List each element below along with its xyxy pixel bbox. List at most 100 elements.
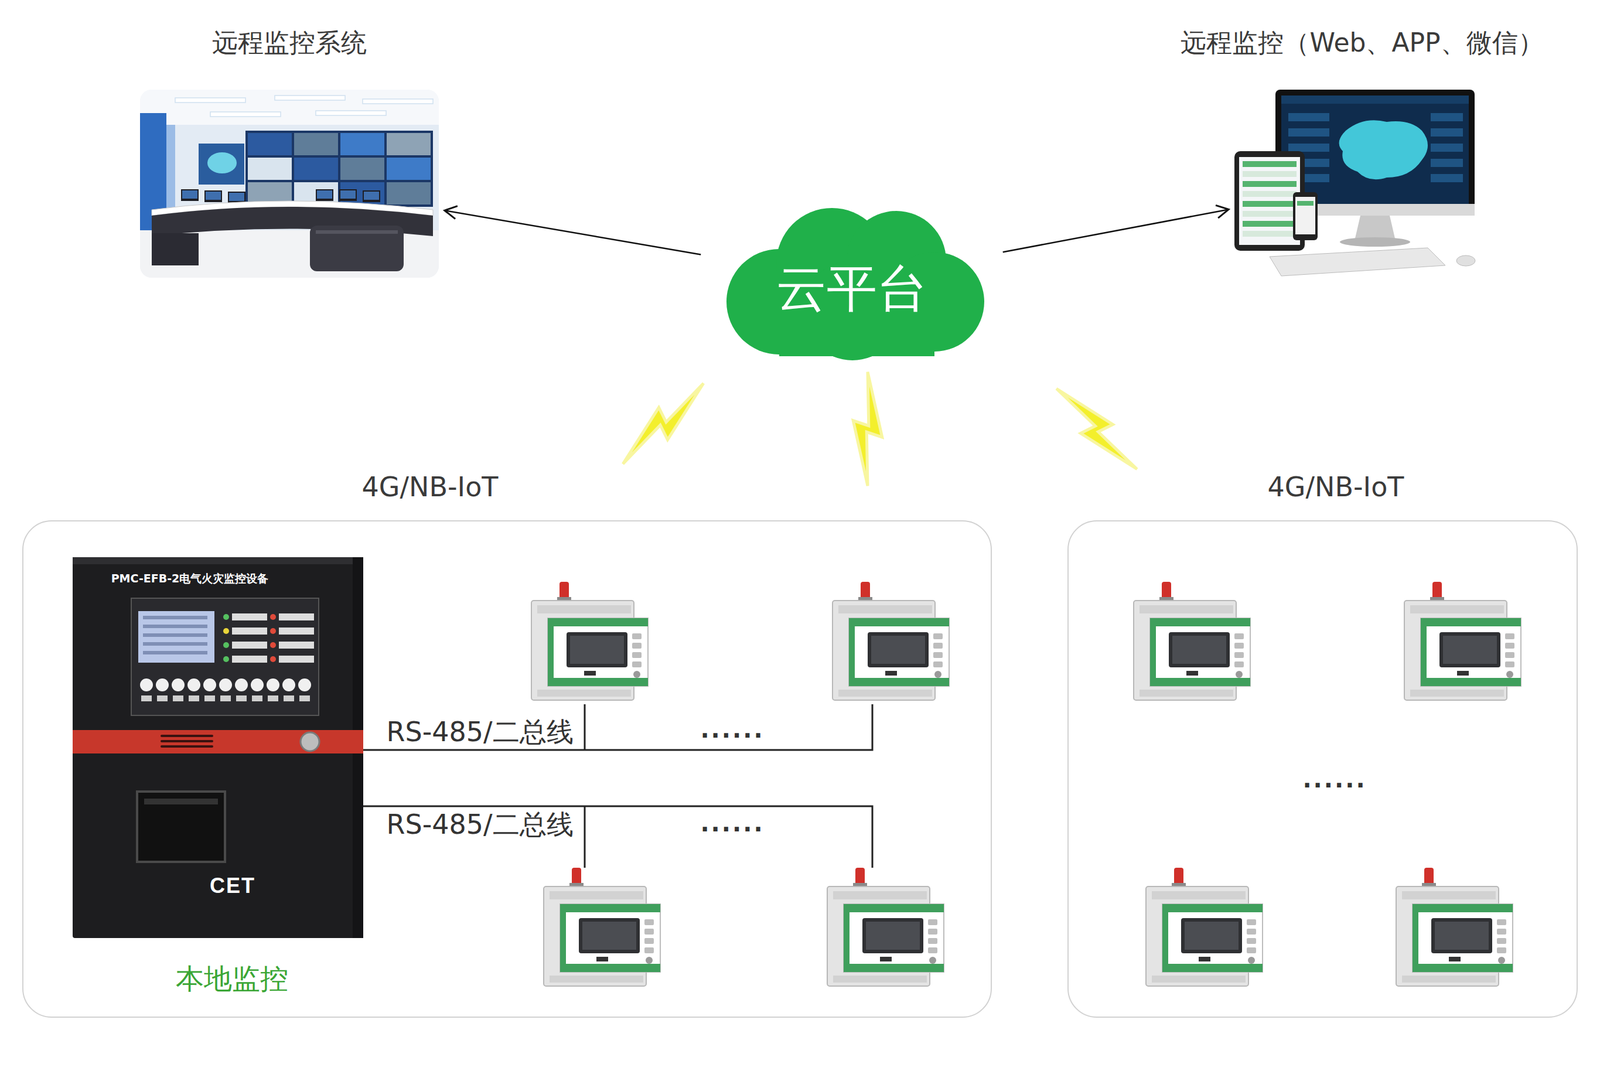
monitor-cabinet-part [141, 695, 152, 702]
detector-device-part [1505, 661, 1515, 668]
detector-device-part [1246, 947, 1257, 954]
detector-device-part [879, 956, 892, 962]
monitor-cabinet-part [187, 678, 201, 692]
bus-wire [584, 704, 586, 750]
control-room-illustration-part [182, 190, 198, 199]
detector-device-part [1198, 956, 1211, 962]
detector-device-part [1412, 903, 1513, 972]
detector-device-part [838, 689, 933, 697]
detector-device [832, 581, 950, 701]
detector-device-part [1457, 670, 1469, 676]
detector-device-part [547, 677, 648, 687]
control-room-illustration-part [205, 191, 221, 200]
control-room-illustration-part [315, 110, 387, 116]
node-heading: 远程监控系统 [84, 28, 495, 59]
detector-device-part [848, 618, 855, 687]
monitor-cabinet-part [142, 650, 208, 655]
monitor-cabinet-part [72, 557, 364, 938]
detector-device [1145, 867, 1263, 987]
control-room-illustration-part [140, 89, 439, 278]
detector-device-part [1431, 918, 1493, 954]
detector-group [531, 581, 1521, 987]
detector-device-part [632, 642, 642, 649]
lightning-bolt [622, 383, 704, 465]
lightning-bolt [1056, 388, 1138, 470]
detector-device-part [855, 867, 865, 886]
detector-device-part [933, 652, 943, 658]
monitor-cabinet-part [172, 695, 184, 702]
detector-device-part [644, 947, 654, 954]
monitor-cabinet [72, 557, 364, 938]
detector-device-part [645, 956, 653, 964]
bus-wire [362, 704, 873, 750]
detector-device-part [1184, 921, 1239, 950]
monitor-cabinet-part [278, 613, 315, 621]
detector-device [1404, 581, 1521, 701]
monitor-cabinet-part [278, 641, 315, 649]
panel-caption: 本地监控 [144, 962, 320, 995]
detector-device-part [578, 918, 640, 954]
control-room-illustration-part [151, 233, 199, 266]
detector-device-part [1505, 642, 1515, 649]
detector-device-part [547, 618, 554, 687]
monitor-cabinet-part [171, 678, 185, 692]
detector-device-part [596, 956, 609, 962]
computer-illustration-part [1242, 220, 1297, 227]
detector-device-part [1161, 581, 1172, 600]
computer-illustration-part [1354, 215, 1396, 241]
monitor-cabinet-part [232, 627, 268, 635]
control-room-illustration-part [140, 89, 439, 125]
wireless-bolts [622, 372, 1138, 486]
detector-device-part [1401, 975, 1496, 983]
monitor-cabinet-part [219, 678, 233, 692]
computer-illustration-part [1430, 143, 1463, 152]
computer-illustration-part [1242, 230, 1297, 237]
control-room-illustration-part [227, 191, 246, 204]
monitor-cabinet-part [223, 642, 230, 648]
detector-device-part [1448, 956, 1461, 962]
detector-device-part [1498, 956, 1506, 964]
computer-illustration-part [1242, 161, 1297, 167]
monitor-cabinet-part [188, 695, 200, 702]
computer-illustration-part [1242, 210, 1297, 217]
detector-device-part [1246, 928, 1257, 935]
computer-illustration-part [1269, 247, 1446, 276]
detector-device-part [1234, 633, 1244, 640]
computer-illustration-part [1242, 171, 1297, 177]
control-room-illustration-part [274, 95, 346, 101]
detector-device-part [1412, 903, 1419, 972]
control-room-illustration-part [175, 97, 246, 103]
lightning-bolt [810, 372, 925, 486]
control-room-illustration-part [294, 132, 339, 156]
control-room-illustration-part [309, 225, 404, 272]
ellipsis-mark: ...... [700, 715, 764, 743]
monitor-cabinet-part [234, 678, 248, 692]
monitor-cabinet-part [300, 732, 320, 752]
monitor-cabinet-part [251, 695, 263, 702]
cloud-title: 云平台 [734, 259, 970, 318]
detector-device-part [1420, 618, 1521, 687]
monitor-cabinet-part [157, 695, 168, 702]
detector-device-part [1496, 947, 1507, 954]
monitor-cabinet-part [250, 678, 264, 692]
monitor-cabinet-part [142, 633, 208, 637]
detector-device-part [934, 670, 942, 678]
panel-model: PMC-EFB-2电气火灾监控设备 [90, 572, 290, 586]
detector-device-part [1442, 635, 1497, 664]
detector-device-part [632, 661, 642, 668]
bus-label: RS-485/二总线 [386, 809, 573, 841]
control-room-illustration-part [294, 157, 339, 180]
detector-device-part [1432, 581, 1442, 600]
detector-device-part [1168, 632, 1230, 668]
cloud-shape [726, 207, 985, 361]
network-heading: 4G/NB-IoT [312, 471, 548, 503]
ellipsis-mark: ...... [700, 809, 764, 837]
detector-device-part [571, 867, 582, 886]
detector-device-part [843, 903, 944, 972]
detector-device [531, 581, 648, 701]
detector-device-part [928, 919, 938, 926]
monitor-cabinet-part [270, 642, 276, 648]
arrow-connector [444, 210, 701, 255]
monitor-cabinet-part [204, 695, 216, 702]
detector-device-part [928, 937, 938, 944]
